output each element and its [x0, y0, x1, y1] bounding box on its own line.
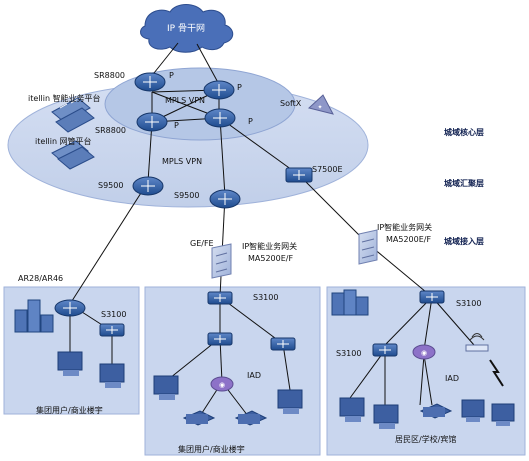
switch-s3100-right-top: [419, 290, 445, 304]
pc-right-4: [491, 403, 515, 426]
s9500-mid-label: S9500: [174, 191, 199, 200]
gateway-ma5200-mid: [211, 243, 232, 279]
svg-text:◉: ◉: [421, 349, 427, 357]
p-label-3: P: [174, 121, 179, 130]
gefe-label: GE/FE: [190, 239, 214, 248]
switch-s9500-left: [132, 176, 164, 196]
backbone-label: IP 骨干网: [167, 23, 205, 34]
pc-right-3: [461, 399, 485, 422]
mid-user-panel: [144, 286, 321, 456]
s3100-mid-label: S3100: [253, 293, 278, 302]
gateway-ma5200-right: [358, 229, 378, 265]
router-p-mid-right: [204, 108, 236, 128]
gateway-right-label-2: MA5200E/F: [386, 235, 431, 244]
sr8800-mid-label: SR8800: [95, 126, 126, 135]
switch-s3100-right-left: [372, 343, 398, 357]
right-users-label: 居民区/学校/宾馆: [395, 434, 456, 444]
pc-mid-2: [277, 389, 303, 414]
mid-users-label: 集团用户/商业楼宇: [178, 444, 245, 454]
p-label-2: P: [237, 83, 242, 92]
softx-label: SoftX: [280, 99, 302, 108]
pc-left-2: [99, 363, 125, 388]
switch-mid-left: [207, 332, 233, 346]
iad-mid: ◉: [210, 376, 234, 392]
pc-right-1: [339, 397, 365, 422]
svg-text:◉: ◉: [219, 381, 225, 389]
pc-right-2: [373, 404, 399, 429]
access-layer-label: 城域接入层: [444, 236, 484, 246]
wireless-ap: [465, 333, 504, 387]
softx-device: ✦: [307, 94, 334, 115]
switch-s3100-left: [99, 323, 125, 337]
router-sr8800-top: [134, 72, 166, 92]
s3100-right2-label: S3100: [336, 349, 361, 358]
building-right: [331, 289, 369, 316]
iad-right: ◉: [412, 344, 436, 360]
router-p-top-right: [203, 80, 235, 100]
ar28-label: AR28/AR46: [18, 274, 63, 283]
pc-mid-1: [153, 375, 179, 400]
aggregation-layer-label: 城域汇聚层: [444, 178, 484, 188]
itellin-service-servers: [51, 97, 95, 133]
iad-right-label: IAD: [445, 374, 459, 383]
iad-mid-label: IAD: [247, 371, 261, 380]
p-label-1: P: [169, 71, 174, 80]
itellin-mgmt-servers: [51, 140, 95, 170]
svg-text:✦: ✦: [317, 104, 322, 111]
router-sr8800-mid: [136, 112, 168, 132]
router-ar28: [54, 299, 86, 317]
switch-s9500-mid: [209, 189, 241, 209]
left-users-label: 集团用户/商业楼宇: [36, 405, 103, 415]
gateway-mid-label-1: IP智能业务网关: [242, 241, 297, 251]
itellin-service-label: itellin 智能业务平台: [28, 93, 101, 103]
s9500-left-label: S9500: [98, 181, 123, 190]
gateway-right-label-1: IP智能业务网关: [377, 222, 432, 232]
pc-left-1: [57, 351, 83, 376]
sr8800-top-label: SR8800: [94, 71, 125, 80]
switch-mid-right: [270, 337, 296, 351]
phone-mid-2: [234, 410, 268, 426]
itellin-mgmt-label: itellin 网管平台: [35, 136, 92, 146]
s3100-right-label: S3100: [456, 299, 481, 308]
mpls-vpn-label-1: MPLS VPN: [165, 96, 205, 105]
p-label-4: P: [248, 117, 253, 126]
backbone-cloud: IP 骨干网: [140, 4, 234, 53]
phone-mid-1: [182, 410, 216, 426]
right-user-panel: [326, 286, 526, 456]
gateway-mid-label-2: MA5200E/F: [248, 254, 293, 263]
core-layer-label: 城域核心层: [444, 127, 484, 137]
s7500e-label: S7500E: [312, 165, 343, 174]
switch-s3100-mid-top: [207, 291, 233, 305]
switch-s7500e: [285, 167, 313, 183]
phone-right-1: [419, 403, 453, 419]
s3100-left-label: S3100: [101, 310, 126, 319]
mpls-vpn-label-2: MPLS VPN: [162, 157, 202, 166]
building-left: [14, 299, 54, 333]
